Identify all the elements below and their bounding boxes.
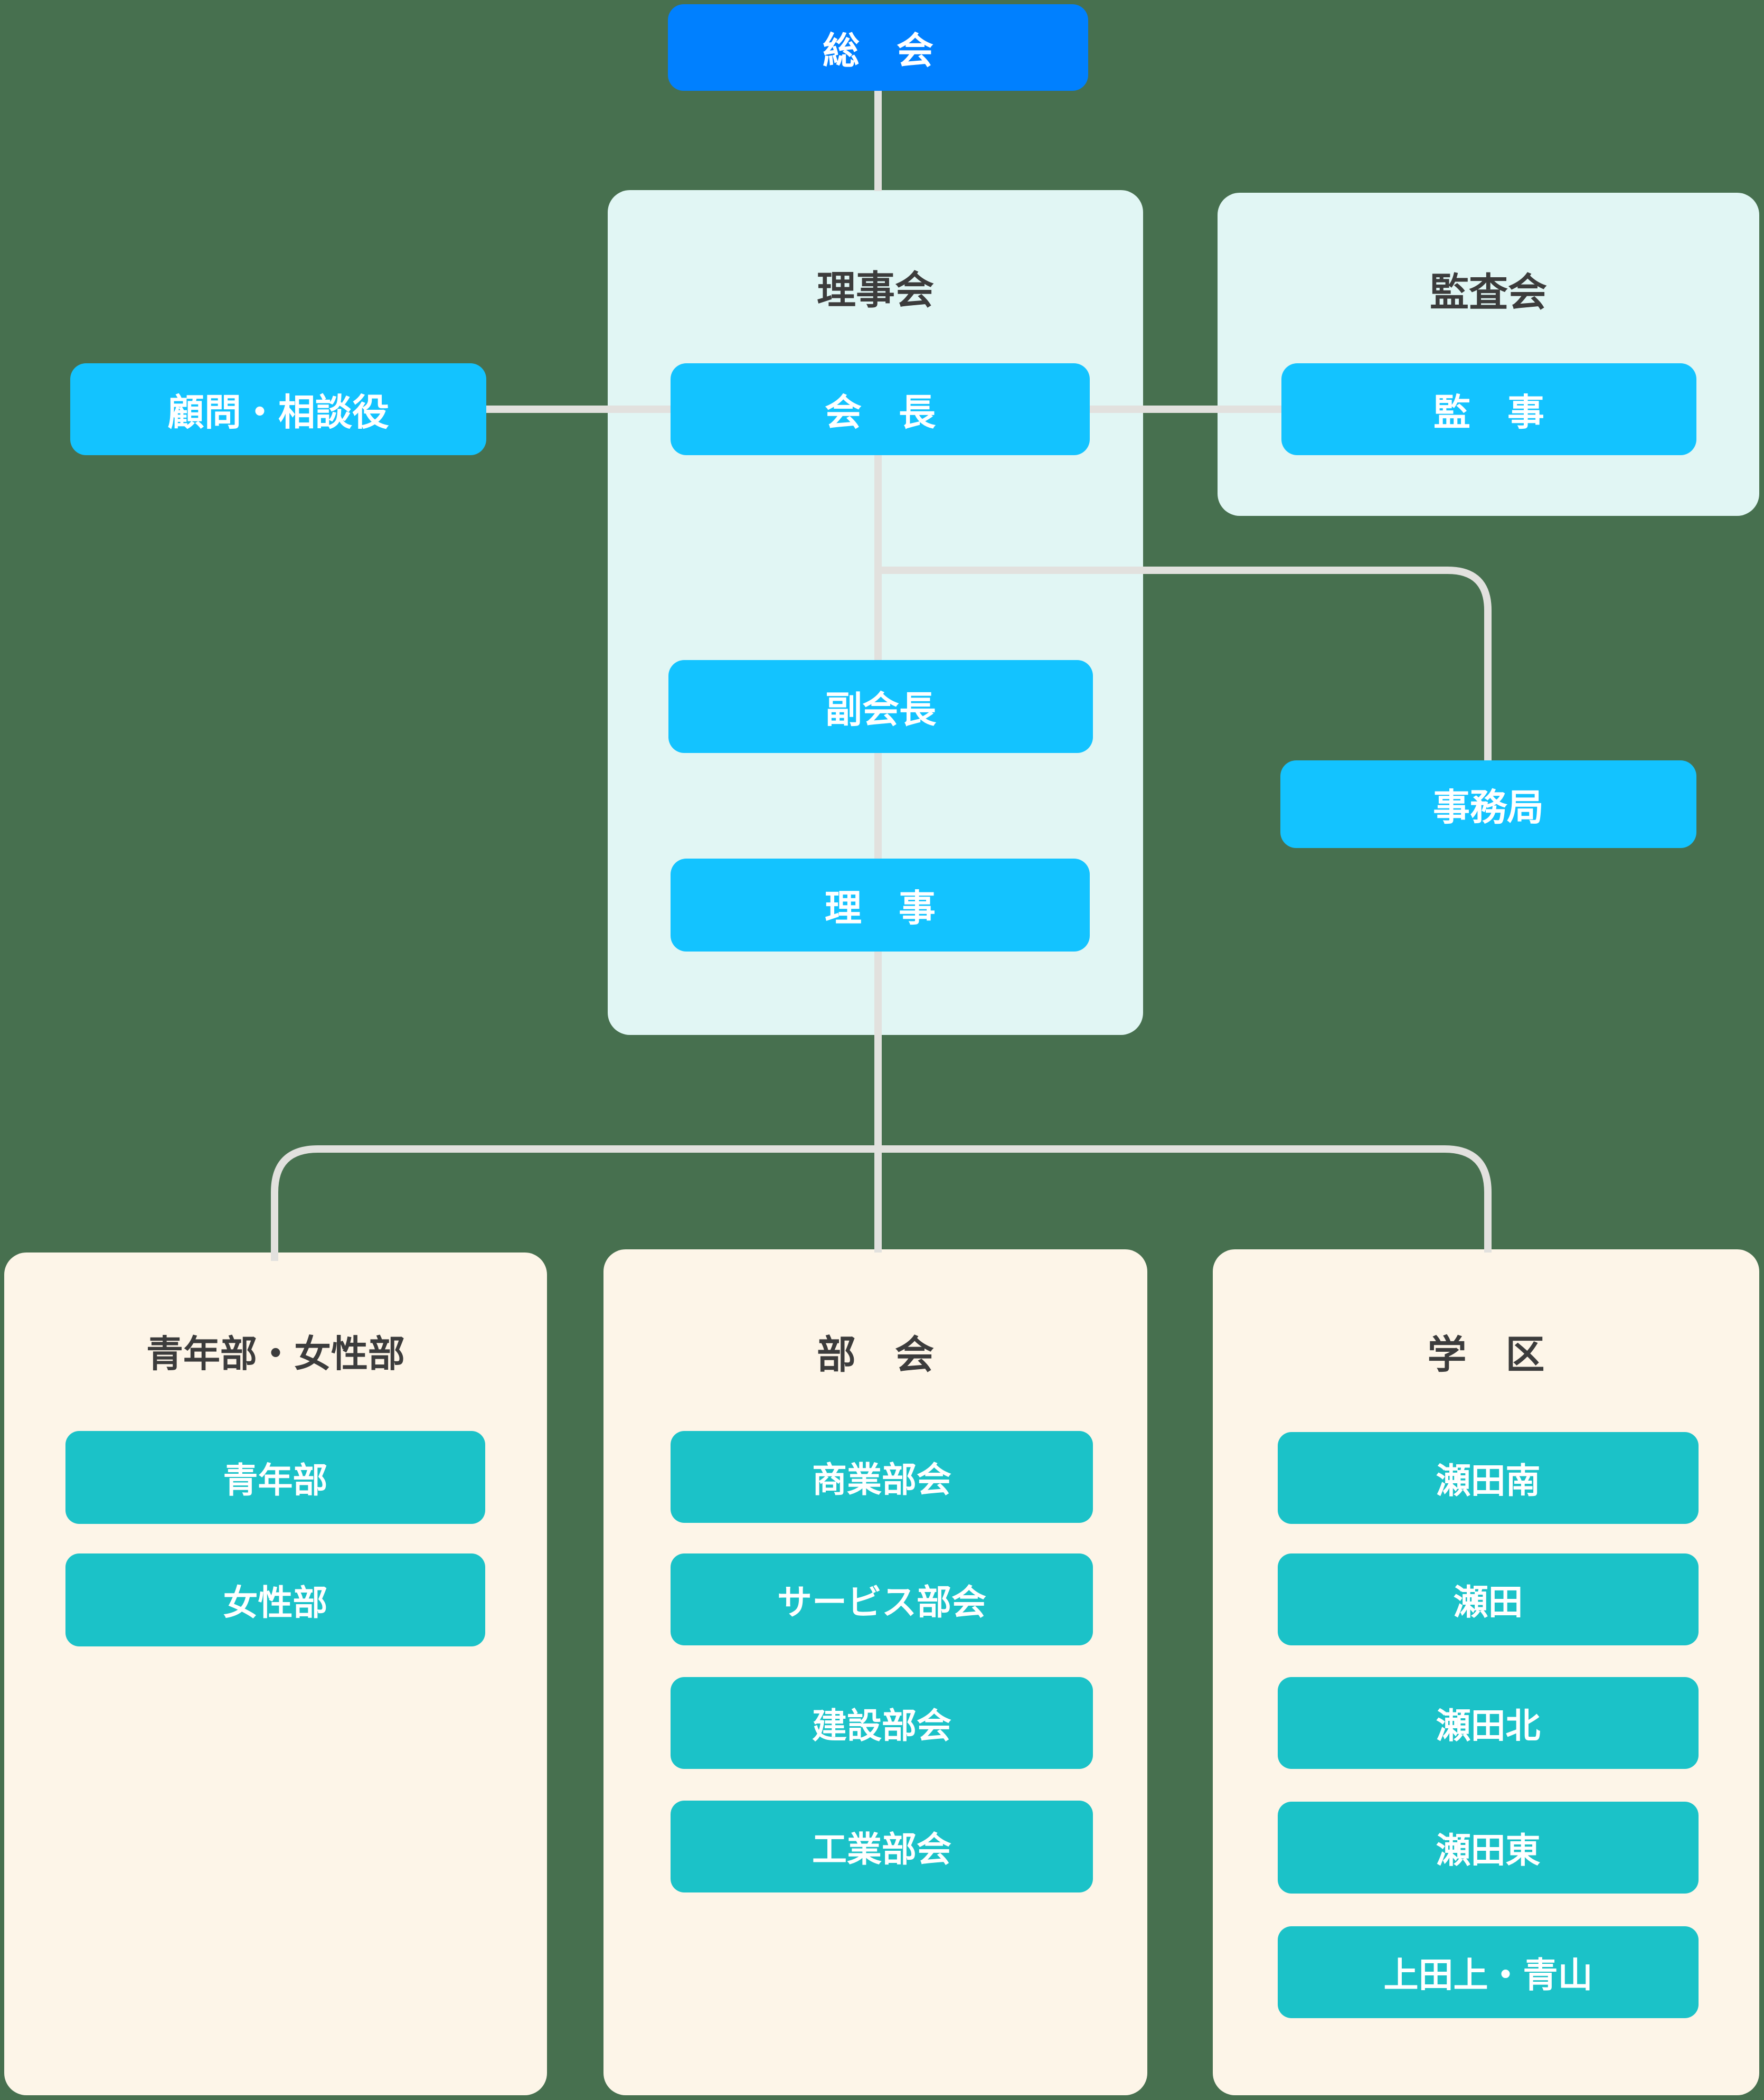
youth-division-label: 青年部: [223, 1461, 328, 1500]
setakita-label: 瀬田北: [1436, 1706, 1541, 1745]
youth-division-box: 青年部: [65, 1431, 485, 1524]
director-box: 理 事: [671, 859, 1090, 952]
director-label: 理 事: [825, 887, 936, 929]
setaminami-label: 瀬田南: [1436, 1461, 1541, 1500]
auditor-box: 監 事: [1281, 363, 1696, 455]
audit-panel: [1218, 193, 1759, 516]
auditor-label: 監 事: [1433, 391, 1544, 433]
youth-women-panel: [4, 1253, 547, 2095]
vice-chairman-label: 副会長: [825, 689, 936, 730]
women-division-box: 女性部: [65, 1553, 485, 1646]
line-distributor: [271, 1145, 1492, 1261]
vice-chairman-box: 副会長: [668, 660, 1093, 753]
service-section-label: サービス部会: [777, 1583, 986, 1622]
setaminami-box: 瀬田南: [1278, 1432, 1699, 1524]
seta-box: 瀬田: [1278, 1553, 1699, 1645]
uetaue-aoyama-label: 上田上・青山: [1383, 1955, 1593, 1994]
secretariat-label: 事務局: [1433, 786, 1544, 828]
chairman-box: 会 長: [671, 363, 1090, 455]
secretariat-box: 事務局: [1280, 760, 1696, 848]
industry-section-box: 工業部会: [671, 1801, 1093, 1892]
audit-panel-title: 監査会: [1430, 270, 1547, 314]
construction-section-box: 建設部会: [671, 1677, 1093, 1769]
districts-title: 学 区: [1427, 1333, 1545, 1377]
women-division-label: 女性部: [223, 1583, 328, 1622]
sections-title: 部 会: [817, 1333, 934, 1377]
chairman-label: 会 長: [825, 391, 936, 433]
construction-section-label: 建設部会: [812, 1706, 951, 1745]
sections-panel: [603, 1249, 1147, 2095]
commerce-section-box: 商業部会: [671, 1431, 1093, 1523]
service-section-box: サービス部会: [671, 1553, 1093, 1645]
industry-section-label: 工業部会: [812, 1830, 951, 1869]
advisor-box: 顧問・相談役: [70, 363, 486, 455]
advisor-label: 顧問・相談役: [167, 391, 389, 433]
setahigashi-box: 瀬田東: [1278, 1802, 1699, 1894]
setahigashi-label: 瀬田東: [1436, 1831, 1541, 1870]
seta-label: 瀬田: [1453, 1583, 1523, 1622]
setakita-box: 瀬田北: [1278, 1677, 1699, 1769]
commerce-section-label: 商業部会: [812, 1460, 951, 1499]
youth-women-title: 青年部・女性部: [146, 1333, 405, 1374]
uetaue-aoyama-box: 上田上・青山: [1278, 1926, 1699, 2018]
general-assembly-label: 総 会: [823, 30, 933, 71]
board-panel-title: 理事会: [817, 268, 934, 312]
general-assembly-box: 総 会: [668, 4, 1088, 91]
